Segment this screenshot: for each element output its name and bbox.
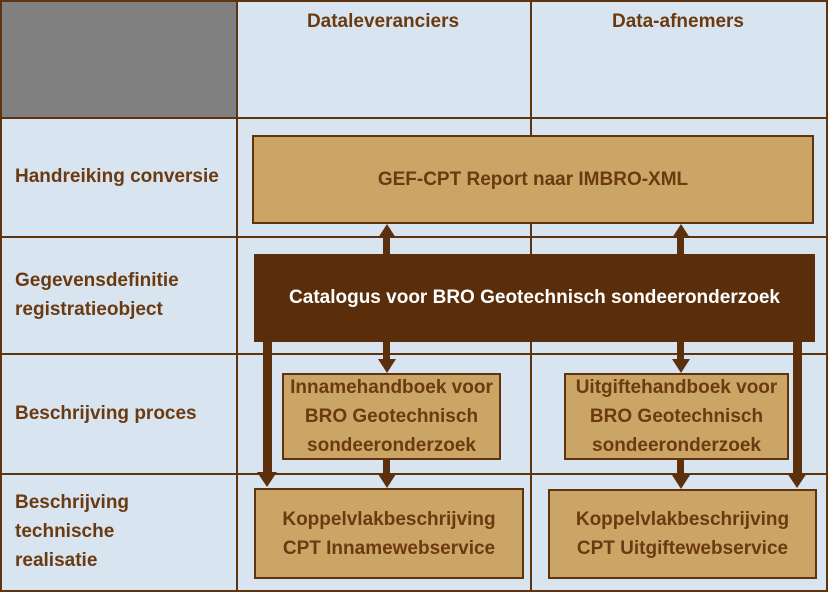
row-header-handreiking-conversie: Handreiking conversie — [15, 166, 219, 187]
grid-hline-row1 — [2, 236, 826, 238]
grid-hline-header — [2, 117, 826, 119]
box-koppelvlakbeschrijving-innamewebservice: Koppelvlakbeschrijving CPT Innamewebserv… — [254, 488, 524, 579]
box-innamehandboek: Innamehandboek voor BRO Geotechnisch son… — [282, 373, 501, 460]
box-gef-cpt-report-naar-imbro-xml: GEF-CPT Report naar IMBRO-XML — [252, 135, 814, 224]
row-header-beschrijving-technische-realisatie: Beschrijving technische realisatie — [15, 492, 130, 571]
grid-hline-row2 — [2, 353, 826, 355]
corner-cell — [2, 2, 236, 117]
grid-hline-row3 — [2, 473, 826, 475]
box-uitgiftehandboek: Uitgiftehandboek voor BRO Geotechnisch s… — [564, 373, 789, 460]
column-header-dataleveranciers: Dataleveranciers — [306, 11, 460, 32]
row-header-beschrijving-proces: Beschrijving proces — [15, 402, 197, 424]
row-header-gegevensdefinitie-registratieobject: Gegevensdefinitie registratieobject — [15, 269, 179, 320]
column-header-data-afnemers: Data-afnemers — [612, 11, 744, 32]
box-catalogus-bro-geotechnisch-sondeeronderzoek: Catalogus voor BRO Geotechnisch sondeero… — [254, 254, 815, 342]
grid-vline-rowlabels — [236, 2, 238, 590]
box-koppelvlakbeschrijving-uitgiftewebservice: Koppelvlakbeschrijving CPT Uitgiftewebse… — [548, 489, 817, 579]
